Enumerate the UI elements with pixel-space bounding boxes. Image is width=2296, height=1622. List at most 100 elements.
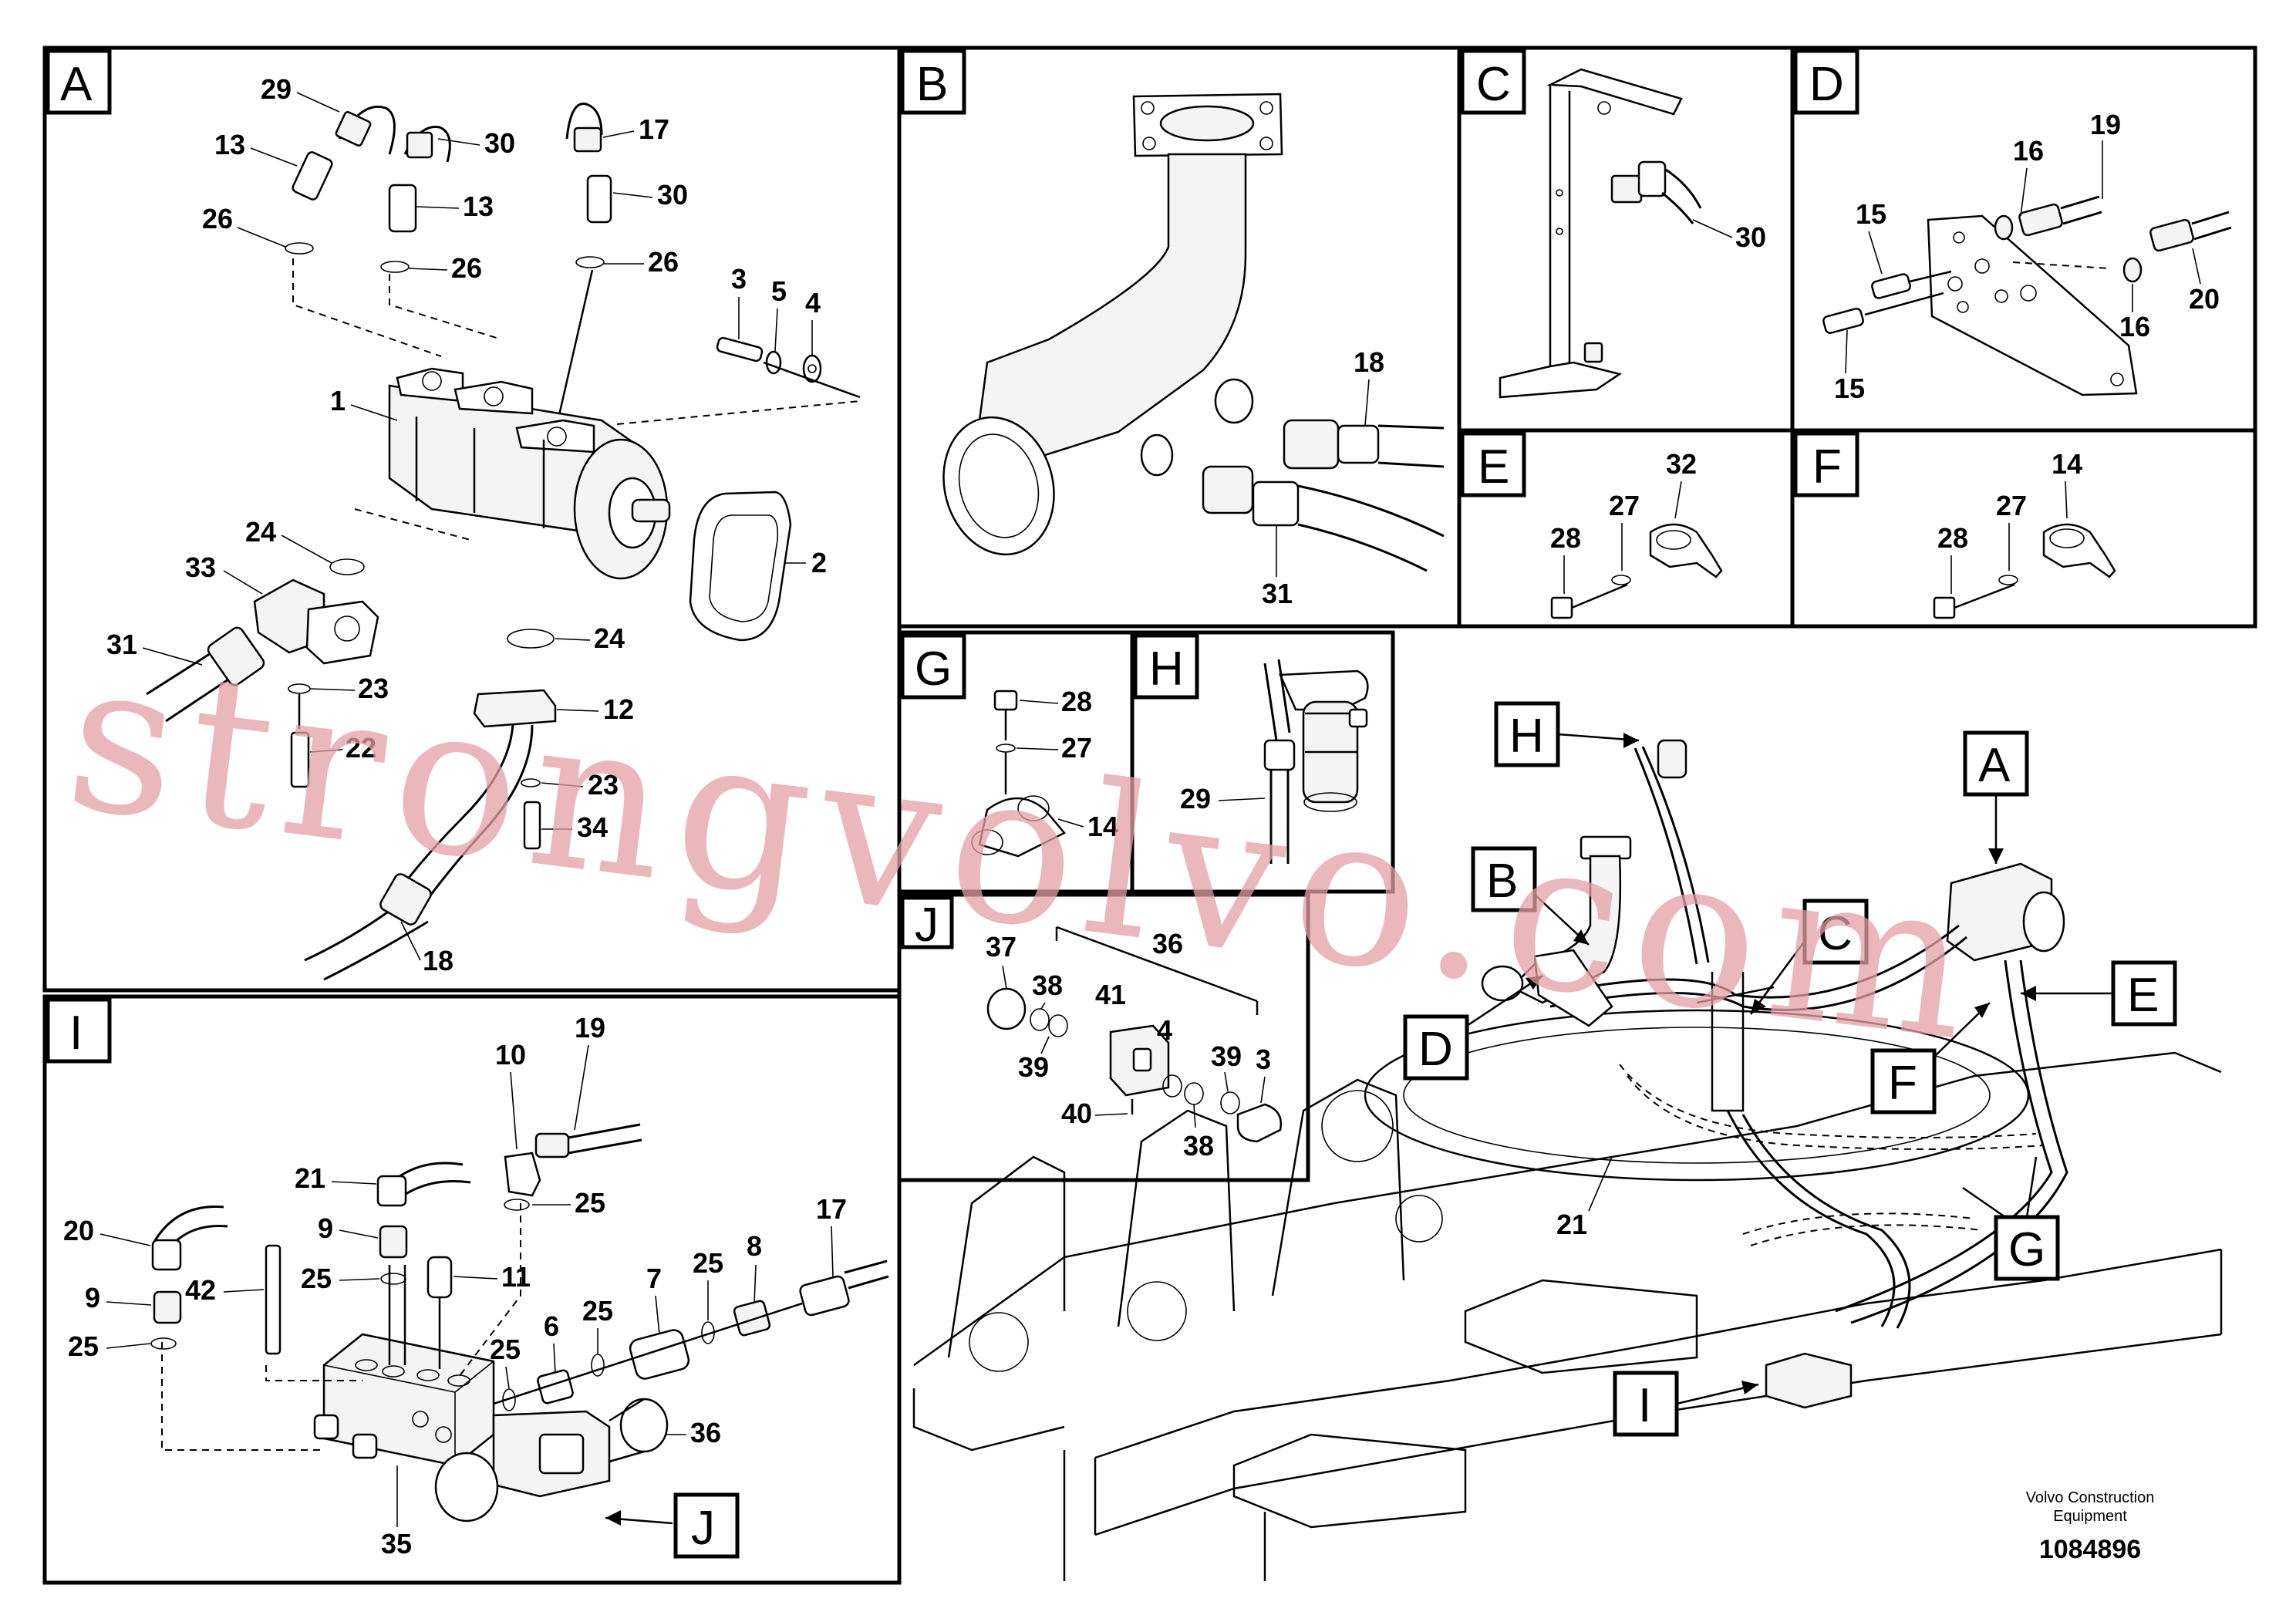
- callout-a-26-mid: 26: [451, 252, 482, 284]
- panel-letter-h: H: [1149, 642, 1184, 696]
- panel-i-drawing: [150, 1123, 889, 1523]
- panel-letters: A B C D E F G H J I: [46, 49, 1859, 1064]
- panel-e-callouts: 32 27 28: [1550, 448, 1697, 594]
- panel-g-drawing: [971, 690, 1066, 858]
- callout-j-39-left: 39: [1018, 1051, 1049, 1083]
- callout-i-6: 6: [544, 1310, 559, 1342]
- callout-i-20: 20: [63, 1215, 94, 1246]
- callout-d-19: 19: [2090, 109, 2121, 140]
- watermark: strongvolvo.com: [56, 613, 1994, 1088]
- panel-letter-f: F: [1812, 440, 1842, 494]
- callout-e-27: 27: [1609, 490, 1640, 521]
- panel-letter-g: G: [915, 642, 952, 696]
- callout-j-38-bottom: 38: [1183, 1130, 1214, 1162]
- panel-j-callouts: 37 36 38 41 4 39 39 3 40 38: [986, 928, 1271, 1162]
- panel-letter-j: J: [915, 899, 939, 952]
- callout-b-18: 18: [1354, 346, 1384, 378]
- callout-i-17: 17: [816, 1193, 847, 1225]
- panel-b-callouts: 18 31: [1262, 346, 1384, 609]
- overview-label-a: A: [1978, 739, 2011, 792]
- callout-j-39-right: 39: [1211, 1040, 1242, 1072]
- panel-f-frame: [1790, 428, 2257, 629]
- panel-c-drawing: [1499, 68, 1702, 399]
- callout-a-5: 5: [771, 275, 787, 307]
- callout-a-2: 2: [811, 547, 827, 578]
- callout-c-30: 30: [1735, 221, 1766, 253]
- callout-j-37: 37: [986, 931, 1017, 963]
- overview-label-f: F: [1888, 1057, 1917, 1110]
- callout-i-25-top: 25: [575, 1187, 605, 1219]
- callout-i-11: 11: [501, 1261, 531, 1293]
- panel-f-callouts: 14 27 28: [1937, 448, 2082, 594]
- callout-i-25-r2: 25: [582, 1295, 613, 1327]
- callout-f-28: 28: [1937, 522, 1968, 554]
- callout-i-25-mid: 25: [301, 1263, 332, 1294]
- callout-i-25-r1: 25: [693, 1247, 723, 1279]
- callout-i-9-left: 9: [85, 1282, 100, 1313]
- callout-a-1: 1: [330, 385, 346, 416]
- overview-label-d: D: [1418, 1023, 1453, 1076]
- panel-e-drawing: [1550, 523, 1723, 619]
- panel-letter-c: C: [1476, 58, 1511, 111]
- callout-a-33: 33: [185, 551, 216, 583]
- callout-i-19: 19: [575, 1012, 605, 1044]
- callout-a-17: 17: [639, 113, 669, 145]
- callout-a-24-bottom: 24: [594, 622, 625, 654]
- callout-i-35: 35: [381, 1528, 412, 1560]
- panel-i-frame: [42, 994, 902, 1585]
- callout-a-30-right: 30: [657, 179, 688, 211]
- doc-number: 1084896: [2039, 1535, 2141, 1564]
- overview-label-e: E: [2127, 969, 2159, 1022]
- callout-a-34: 34: [577, 811, 608, 843]
- panel-letter-b: B: [916, 58, 948, 111]
- overview-label-b: B: [1486, 855, 1518, 908]
- panel-letter-e: E: [1478, 440, 1509, 494]
- panel-frames: [42, 46, 2257, 1585]
- overview-label-c: C: [1818, 907, 1853, 960]
- panel-d-callouts: 19 16 15 16 20 15: [1834, 109, 2220, 404]
- callout-e-32: 32: [1666, 448, 1697, 480]
- callout-b-31: 31: [1262, 578, 1293, 609]
- callout-g-14: 14: [1087, 811, 1118, 842]
- callout-i-10: 10: [495, 1039, 526, 1071]
- panel-h-drawing: [1263, 659, 1369, 864]
- callout-i-25-r3: 25: [490, 1334, 521, 1365]
- callout-f-14: 14: [2052, 448, 2082, 480]
- overview-label-g: G: [2008, 1223, 2045, 1276]
- panel-b-drawing: [942, 93, 1445, 572]
- panel-letter-d: D: [1809, 58, 1844, 111]
- callout-i-25-left: 25: [68, 1330, 99, 1362]
- panel-i-callouts: 10 19 21 25 9 25 20 11 9 42 17 25 8 25 7…: [63, 1012, 847, 1560]
- callout-d-15-top: 15: [1856, 198, 1886, 230]
- panel-h-frame: [1130, 630, 1395, 894]
- callout-h-29: 29: [1180, 783, 1211, 814]
- callout-a-13-left: 13: [214, 129, 245, 160]
- callout-d-16-right: 16: [2119, 311, 2150, 342]
- callout-a-26-left: 26: [202, 203, 233, 234]
- overview-pointers: H A B C E D F G I 21: [1403, 701, 2177, 1437]
- callout-f-27: 27: [1996, 490, 2027, 521]
- brand-line-2: Equipment: [2053, 1508, 2127, 1525]
- panel-g-callouts: 28 27 14: [1016, 686, 1118, 842]
- panel-h-callouts: 29: [1180, 783, 1266, 814]
- panel-a-drawing: [146, 103, 861, 981]
- callout-a-23-left: 23: [358, 673, 389, 704]
- callout-a-26-right: 26: [648, 246, 679, 278]
- callout-i-21: 21: [295, 1162, 325, 1194]
- panel-d-drawing: [1822, 195, 2232, 396]
- callout-a-31: 31: [106, 629, 137, 660]
- callout-e-28: 28: [1550, 522, 1581, 554]
- callout-a-23-right: 23: [588, 769, 619, 801]
- callout-a-13-mid: 13: [463, 191, 494, 222]
- callout-a-4: 4: [805, 287, 821, 319]
- panel-f-drawing: [1933, 523, 2116, 619]
- callout-a-29: 29: [261, 73, 292, 105]
- panel-a-callouts: 29 13 30 17 13 30 26 26 26 3 5 4 1 2 24 …: [106, 73, 827, 976]
- callout-a-22: 22: [346, 732, 376, 764]
- panel-j-drawing: [986, 926, 1283, 1143]
- callout-a-30-mid: 30: [484, 127, 515, 159]
- callout-i-8: 8: [747, 1230, 762, 1262]
- panel-c-callouts: 30: [1692, 219, 1766, 253]
- callout-a-18: 18: [423, 945, 453, 976]
